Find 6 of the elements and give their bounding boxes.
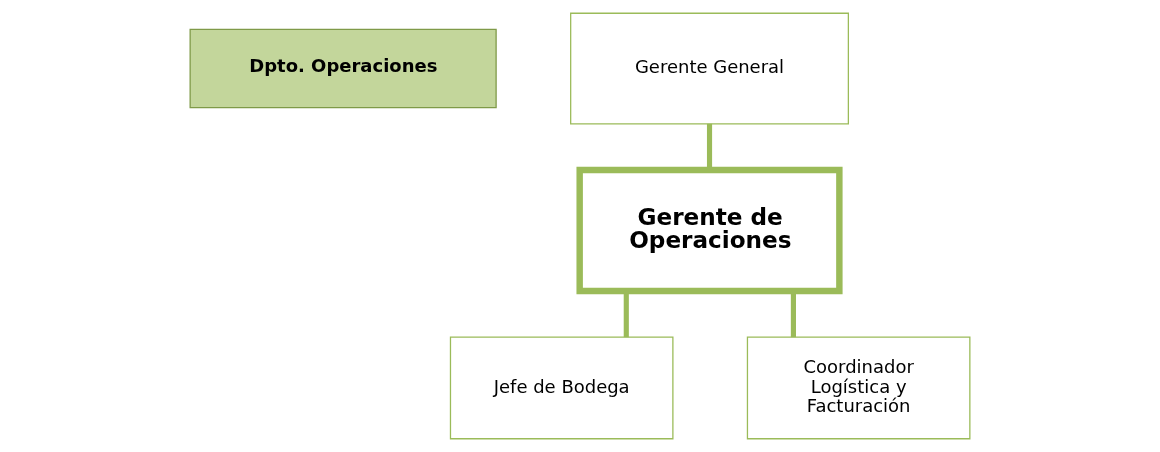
node-box: Dpto. Operaciones: [189, 28, 497, 109]
node-box: Gerente de Operaciones: [576, 166, 843, 295]
node-box: Coordinador Logística y Facturación: [746, 336, 971, 440]
connector: [706, 123, 713, 170]
node-box: Jefe de Bodega: [449, 336, 674, 440]
node-box: Gerente General: [570, 12, 849, 125]
